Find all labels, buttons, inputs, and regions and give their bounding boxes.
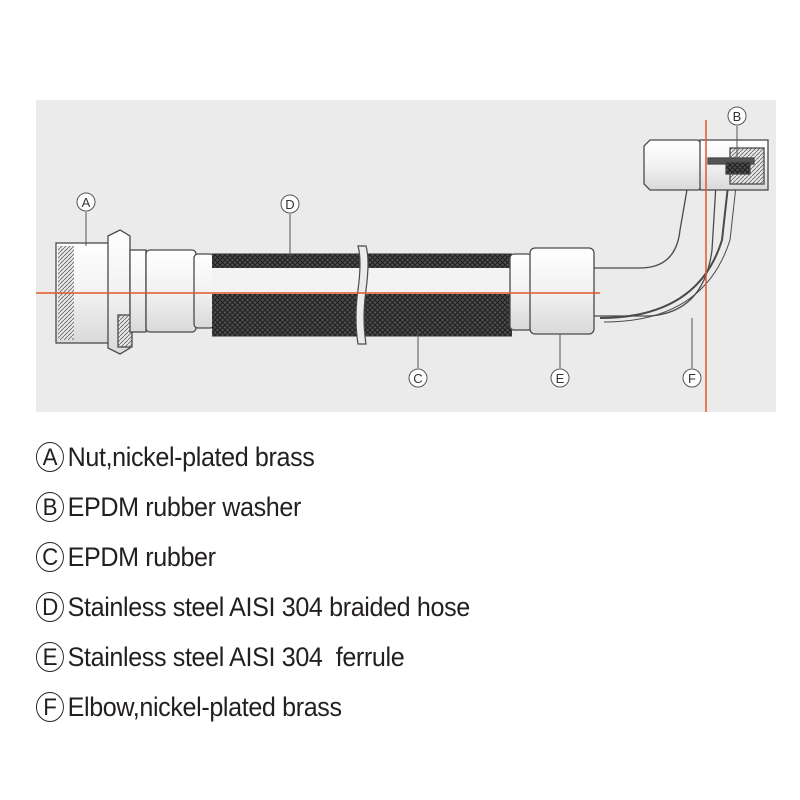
- svg-text:F: F: [688, 371, 696, 386]
- centerline: [36, 120, 707, 412]
- callout-b: B: [727, 106, 747, 158]
- svg-text:B: B: [733, 109, 742, 124]
- callout-e: E: [550, 334, 570, 388]
- elbow: [594, 183, 737, 323]
- legend-text-d: Stainless steel AISI 304 braided hose: [67, 591, 471, 622]
- hose-assembly-diagram: A B C D E F: [36, 100, 776, 412]
- legend-text-f: Elbow,nickel-plated brass: [67, 691, 342, 722]
- legend-letter-b: B: [36, 492, 64, 522]
- legend-text-b: EPDM rubber washer: [67, 491, 302, 522]
- legend-letter-c: C: [36, 542, 64, 572]
- legend-text-a: Nut,nickel-plated brass: [67, 441, 315, 472]
- svg-text:D: D: [285, 197, 294, 212]
- legend-letter-e: E: [36, 642, 64, 672]
- legend-letter-d: D: [36, 592, 64, 622]
- svg-text:A: A: [82, 195, 91, 210]
- callout-f: F: [682, 318, 702, 388]
- svg-text:E: E: [556, 371, 565, 386]
- break-marks: [355, 245, 369, 345]
- legend-text-c: EPDM rubber: [67, 541, 216, 572]
- ferrule-left: [145, 249, 215, 333]
- callout-d: D: [280, 194, 300, 256]
- callout-a: A: [76, 192, 96, 246]
- legend-letter-a: A: [36, 442, 64, 472]
- ferrule-right: [509, 247, 595, 335]
- nut-right: [643, 139, 769, 191]
- svg-text:C: C: [413, 371, 422, 386]
- legend-letter-f: F: [36, 692, 64, 722]
- legend-text-e: Stainless steel AISI 304 ferrule: [67, 641, 405, 672]
- callout-c: C: [408, 330, 428, 388]
